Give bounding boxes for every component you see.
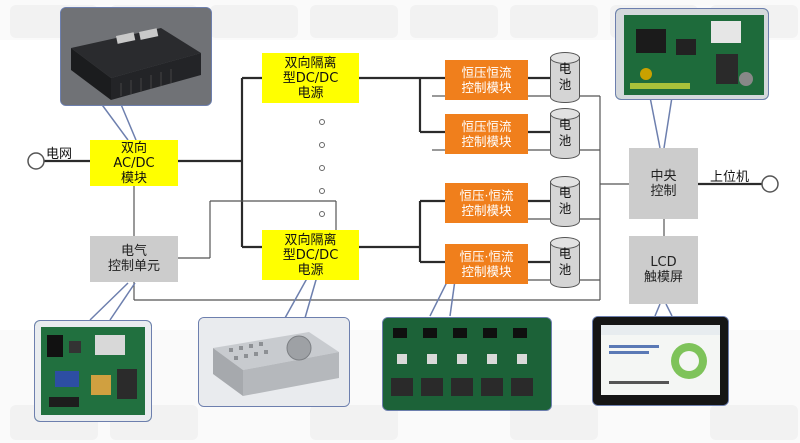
lcd-touchscreen: LCD 触模屏 [629, 236, 698, 304]
acdc-module-photo [60, 7, 212, 106]
battery-2-label: 电 池 [558, 117, 572, 148]
battery-4-label: 电 池 [558, 246, 572, 277]
cc-control-board-photo [382, 317, 552, 411]
electrical-control-unit: 电气 控制单元 [90, 236, 178, 282]
host-computer-label: 上位机 [710, 170, 750, 185]
cc-control-module-3: 恒压·恒流 控制模块 [445, 183, 528, 223]
cc-control-module-2: 恒压恒流 控制模块 [445, 114, 528, 154]
battery-2: 电 池 [550, 108, 580, 160]
central-control-pcb-photo [615, 8, 769, 100]
battery-4: 电 池 [550, 237, 580, 289]
cc-control-module-1: 恒压恒流 控制模块 [445, 60, 528, 100]
battery-1-label: 电 池 [558, 61, 572, 92]
grid-label: 电网 [46, 147, 73, 162]
dcdc-power-supply-photo [198, 317, 350, 407]
cc-control-module-4: 恒压·恒流 控制模块 [445, 244, 528, 284]
battery-3-label: 电 池 [558, 185, 572, 216]
battery-3: 电 池 [550, 176, 580, 228]
lcd-touchscreen-photo [592, 316, 729, 406]
electrical-control-pcb-photo [34, 320, 152, 422]
dcdc-power-top: 双向隔离 型DC/DC 电源 [262, 53, 359, 103]
bidirectional-acdc-module: 双向 AC/DC 模块 [90, 140, 178, 186]
battery-1: 电 池 [550, 52, 580, 104]
dcdc-power-bottom: 双向隔离 型DC/DC 电源 [262, 230, 359, 280]
central-control: 中央 控制 [629, 148, 698, 219]
